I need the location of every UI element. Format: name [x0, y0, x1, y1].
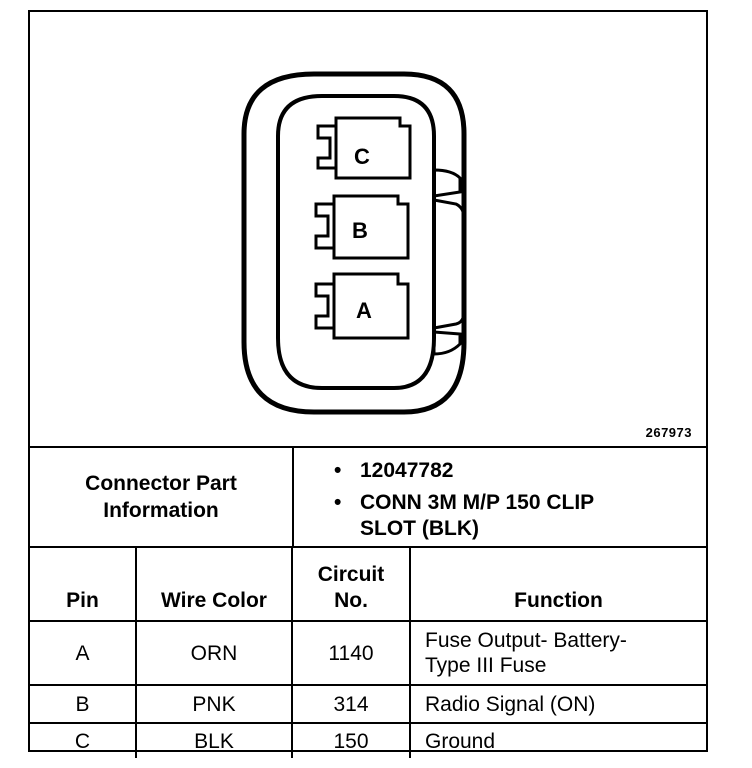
- connector-lock-tab-lower: [432, 330, 462, 356]
- connector-housing-outer: [241, 71, 467, 415]
- function-line1: Fuse Output- Battery-: [425, 629, 627, 652]
- connector-sheet: C B A 267973 Connector Part Information …: [28, 10, 708, 758]
- function-cell: Fuse Output- Battery- Type III Fuse: [409, 620, 706, 686]
- table-row: B PNK 314 Radio Signal (ON): [30, 684, 706, 724]
- connector-lock-rail: [433, 198, 466, 330]
- header-circuit-line1: Circuit: [317, 563, 385, 586]
- pin-table-header: Pin Wire Color Circuit No. Function: [30, 548, 706, 622]
- connector-diagram: C B A 267973: [30, 12, 706, 448]
- part-info-label: Connector Part Information: [30, 448, 294, 546]
- function-cell: Ground: [409, 722, 706, 758]
- connector-description-line1: CONN 3M M/P 150 CLIP: [360, 491, 595, 514]
- pin-label-a: A: [356, 298, 372, 323]
- part-info-bullets: 12047782 CONN 3M M/P 150 CLIP SLOT (BLK): [294, 448, 706, 546]
- pin-cell: C: [30, 722, 137, 758]
- circuit-cell: 314: [291, 684, 411, 724]
- pin-table: Pin Wire Color Circuit No. Function A OR…: [30, 548, 706, 758]
- terminal-cavity-b: [314, 194, 410, 260]
- part-number: 12047782: [334, 458, 706, 484]
- function-line2: Type III Fuse: [425, 654, 547, 677]
- header-wire-color: Wire Color: [135, 548, 293, 622]
- function-cell: Radio Signal (ON): [409, 684, 706, 724]
- connector-description: CONN 3M M/P 150 CLIP SLOT (BLK): [334, 490, 706, 542]
- connector-housing-inner: [276, 94, 436, 390]
- header-function: Function: [409, 548, 706, 622]
- table-row: C BLK 150 Ground: [30, 722, 706, 758]
- terminal-cavity-a: [314, 272, 410, 340]
- connector-description-line2: SLOT (BLK): [360, 517, 479, 540]
- pin-cell: B: [30, 684, 137, 724]
- header-circuit-line2: No.: [334, 589, 368, 612]
- pin-label-c: C: [354, 144, 370, 169]
- connector-lock-tab: [432, 168, 462, 198]
- pin-label-b: B: [352, 218, 368, 243]
- connector-face-view: C B A: [241, 71, 467, 415]
- wire-color-cell: PNK: [135, 684, 293, 724]
- circuit-cell: 1140: [291, 620, 411, 686]
- table-row: A ORN 1140 Fuse Output- Battery- Type II…: [30, 620, 706, 686]
- part-info-label-line1: Connector Part: [85, 472, 237, 495]
- terminal-cavity-c: [316, 116, 412, 180]
- connector-part-information: Connector Part Information 12047782 CONN…: [30, 448, 706, 548]
- header-pin: Pin: [30, 548, 137, 622]
- circuit-cell: 150: [291, 722, 411, 758]
- part-info-label-line2: Information: [103, 499, 219, 522]
- wire-color-cell: BLK: [135, 722, 293, 758]
- pin-cell: A: [30, 620, 137, 686]
- header-circuit-no: Circuit No.: [291, 548, 411, 622]
- wire-color-cell: ORN: [135, 620, 293, 686]
- diagram-id: 267973: [645, 425, 692, 440]
